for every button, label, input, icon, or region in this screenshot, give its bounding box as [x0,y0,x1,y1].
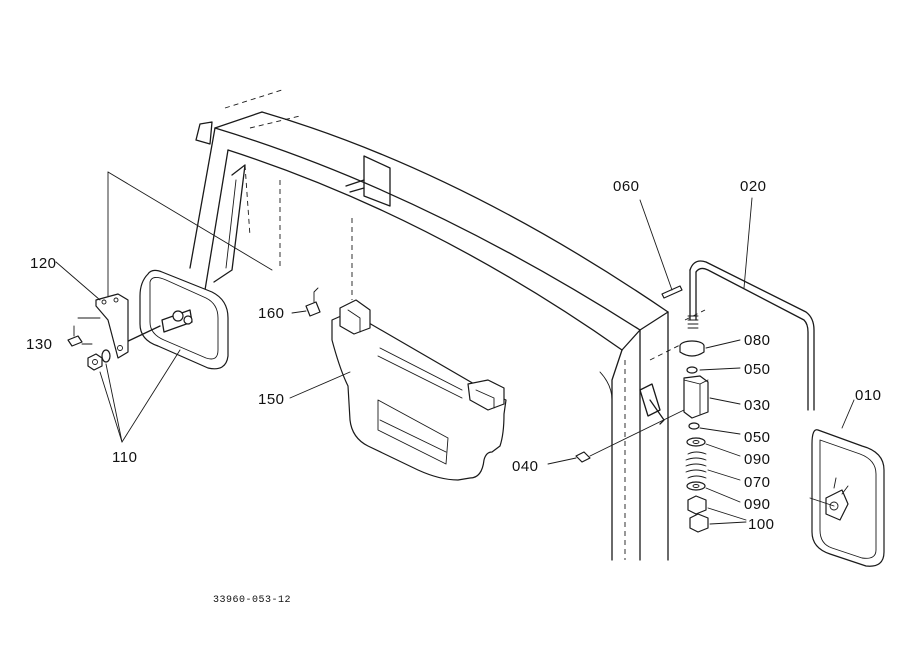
callout-030: 030 [744,397,771,414]
left-mirror-assembly [55,171,273,443]
washer-110-b [101,349,111,363]
drawing-code: 33960-053-12 [213,595,291,606]
washer-090-upper [686,437,706,447]
holder-030 [683,375,709,419]
callout-100: 100 [748,516,775,533]
callout-110: 110 [112,449,137,466]
right-mirror-assembly [547,197,885,567]
callout-050-lower: 050 [744,429,771,446]
washer-090-lower [686,481,706,491]
nut-110-a [87,353,103,371]
sun-visor-assembly [289,218,507,481]
callout-090-upper: 090 [744,451,771,468]
bolt-040 [575,451,591,463]
callout-160: 160 [258,305,285,322]
callout-060: 060 [613,178,640,195]
callout-labels: 010 020 060 080 050 030 050 090 070 090 … [26,178,882,606]
nut-100-upper [687,495,707,515]
callout-090-lower: 090 [744,496,771,513]
screw-160 [305,301,321,317]
bush-050-upper [686,366,698,374]
cab-frame [189,89,706,561]
callout-050-upper: 050 [744,361,771,378]
callout-130: 130 [26,336,53,353]
callout-040: 040 [512,458,539,475]
pin-060 [661,285,683,299]
mirror-bracket [95,293,129,359]
nut-100-lower [689,513,709,533]
bolt-130 [67,335,83,347]
bush-050-lower [688,422,700,430]
callout-080: 080 [744,332,771,349]
right-mirror [811,429,885,567]
callout-150: 150 [258,391,285,408]
spring-070 [685,451,707,479]
callout-120: 120 [30,255,57,272]
callout-020: 020 [740,178,767,195]
callout-010: 010 [855,387,882,404]
callout-070: 070 [744,474,771,491]
sun-visor [331,311,507,481]
